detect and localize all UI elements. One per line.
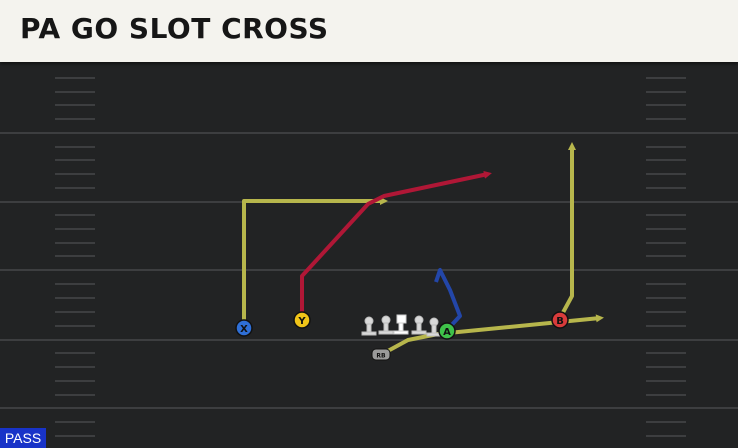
route-y (300, 170, 492, 318)
yard-lines (0, 132, 738, 409)
center-icon (393, 314, 409, 335)
lineman-icon (361, 316, 377, 336)
player-b-label: B (556, 316, 564, 327)
play-field: X Y A B RB (0, 77, 738, 437)
route-x (242, 197, 388, 326)
player-a[interactable]: A (438, 322, 456, 340)
player-rb[interactable]: RB (371, 348, 391, 361)
route-rb (385, 314, 604, 354)
player-rb-label: RB (376, 353, 386, 360)
offensive-line (361, 314, 442, 337)
player-a-label: A (443, 327, 451, 338)
play-header: PA GO SLOT CROSS (0, 0, 738, 62)
player-x[interactable]: X (235, 319, 253, 337)
player-y-label: Y (297, 316, 306, 327)
route-a (434, 268, 462, 332)
play-type-badge: PASS (0, 428, 46, 448)
player-x-label: X (240, 324, 248, 335)
hash-marks-left (55, 77, 95, 437)
route-b (558, 142, 576, 319)
hash-marks-right (646, 77, 686, 437)
player-b[interactable]: B (551, 311, 569, 329)
lineman-icon (378, 315, 394, 335)
lineman-icon (411, 315, 427, 335)
play-title: PA GO SLOT CROSS (20, 12, 329, 45)
player-y[interactable]: Y (293, 311, 311, 329)
